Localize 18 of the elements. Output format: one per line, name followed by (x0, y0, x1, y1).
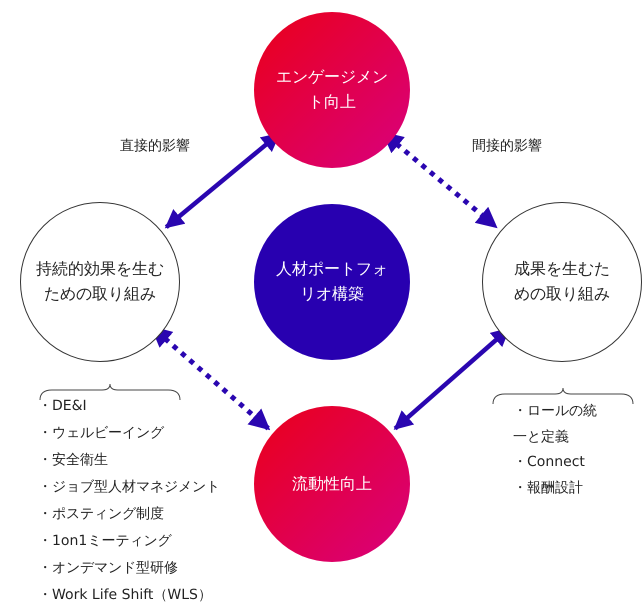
list-item: ・1on1ミーティング (38, 532, 172, 550)
edge-label: 直接的影響 (118, 137, 192, 155)
node-label: 成果を生むための取り組み (513, 258, 611, 305)
list-item: ・ウェルビーイング (38, 424, 164, 442)
node-label: 持続的効果を生むための取り組み (35, 258, 165, 305)
edge-label: 間接的影響 (470, 137, 544, 155)
list-item: ・報酬設計 (513, 479, 583, 497)
node-label: エンゲージメント向上 (275, 66, 389, 113)
list-item: ・オンデマンド型研修 (38, 559, 178, 577)
node-label: 人材ポートフォリオ構築 (275, 258, 389, 305)
node-label: 流動性向上 (291, 472, 373, 495)
list-item: ・ジョブ型人材マネジメント (38, 478, 220, 496)
list-item: ・ロールの統一と定義 (513, 402, 597, 447)
list-item: ・Connect (513, 453, 585, 471)
list-item: ・ポスティング制度 (38, 505, 164, 523)
list-item: ・DE&I (38, 397, 87, 415)
list-item: ・Work Life Shift（WLS） (38, 586, 212, 604)
list-item: ・安全衛生 (38, 451, 108, 469)
